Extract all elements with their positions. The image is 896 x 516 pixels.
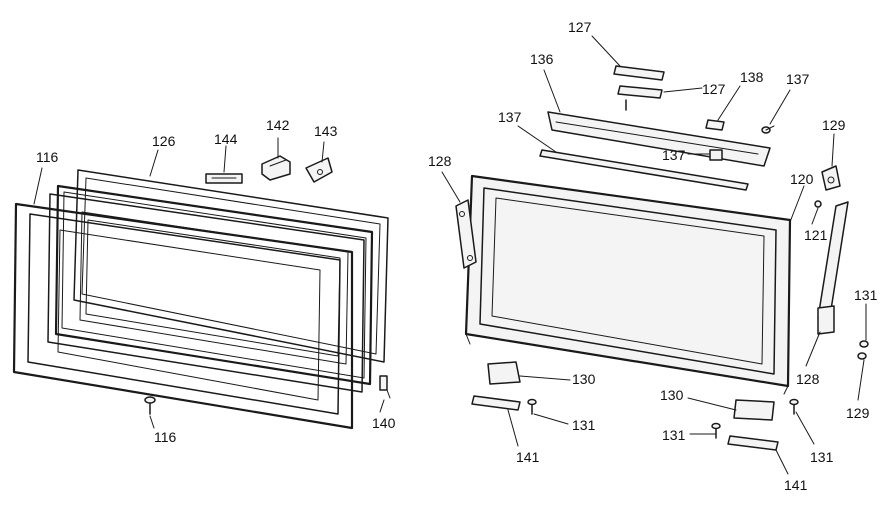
label-144: 144 xyxy=(214,131,238,147)
block-130-right xyxy=(733,399,775,421)
label-129-top: 129 xyxy=(822,117,846,133)
label-131-lower-left: 131 xyxy=(662,427,686,443)
label-121: 121 xyxy=(804,227,828,243)
label-120: 120 xyxy=(790,171,814,187)
clip-138 xyxy=(705,119,725,131)
door-frame-116 xyxy=(12,202,354,430)
left-door-assembly xyxy=(12,155,391,430)
label-140: 140 xyxy=(372,415,396,431)
label-137-right: 137 xyxy=(786,71,810,87)
label-129-bottom: 129 xyxy=(846,405,870,421)
latch-140 xyxy=(379,375,391,399)
bracket-144 xyxy=(205,173,243,184)
door-120 xyxy=(464,174,792,395)
hinge-bracket-142 xyxy=(261,155,291,181)
screw-131-lower-right xyxy=(789,398,799,415)
label-130-left: 130 xyxy=(572,371,596,387)
block-130-left xyxy=(487,361,521,385)
hinge-bracket-143 xyxy=(305,157,333,183)
door-panel-126 xyxy=(73,169,389,363)
leader-lines xyxy=(33,35,867,475)
label-130-right: 130 xyxy=(660,387,684,403)
nut-121 xyxy=(814,200,822,208)
label-131-lower-right: 131 xyxy=(810,449,834,465)
label-131-center: 131 xyxy=(572,417,596,433)
label-127-mid: 127 xyxy=(702,81,726,97)
label-141-left: 141 xyxy=(516,449,540,465)
screw-131-lower-left xyxy=(711,422,721,439)
plate-127-top xyxy=(613,65,665,81)
part-labels: 116 126 144 142 143 116 140 127 136 127 … xyxy=(36,19,878,493)
bushing-137 xyxy=(709,149,723,161)
label-128-left: 128 xyxy=(428,153,452,169)
hinge-arm-128-left xyxy=(455,199,477,269)
label-116-top: 116 xyxy=(36,149,59,165)
label-137-left: 137 xyxy=(498,109,522,125)
plate-141-left xyxy=(471,395,521,411)
label-126: 126 xyxy=(152,133,176,149)
label-143: 143 xyxy=(314,123,338,139)
hinge-arm-128-right xyxy=(817,201,849,335)
bracket-129 xyxy=(821,165,841,191)
label-116-bottom: 116 xyxy=(154,429,177,445)
label-128-right: 128 xyxy=(796,371,820,387)
label-138: 138 xyxy=(740,69,764,85)
right-door-assembly xyxy=(455,65,869,451)
label-131-right: 131 xyxy=(854,287,878,303)
screw-131-center xyxy=(527,398,537,415)
strip-137 xyxy=(539,149,749,191)
screw-116 xyxy=(144,396,156,415)
label-141-right: 141 xyxy=(784,477,808,493)
screw-131-right xyxy=(857,340,869,360)
screw-137-right xyxy=(761,125,775,134)
plate-141-right xyxy=(727,435,779,451)
label-142: 142 xyxy=(266,117,290,133)
plate-127-mid xyxy=(617,85,663,99)
label-127-top: 127 xyxy=(568,19,592,35)
label-136: 136 xyxy=(530,51,554,67)
label-137-mid: 137 xyxy=(662,147,686,163)
door-gasket-frame xyxy=(47,184,374,393)
